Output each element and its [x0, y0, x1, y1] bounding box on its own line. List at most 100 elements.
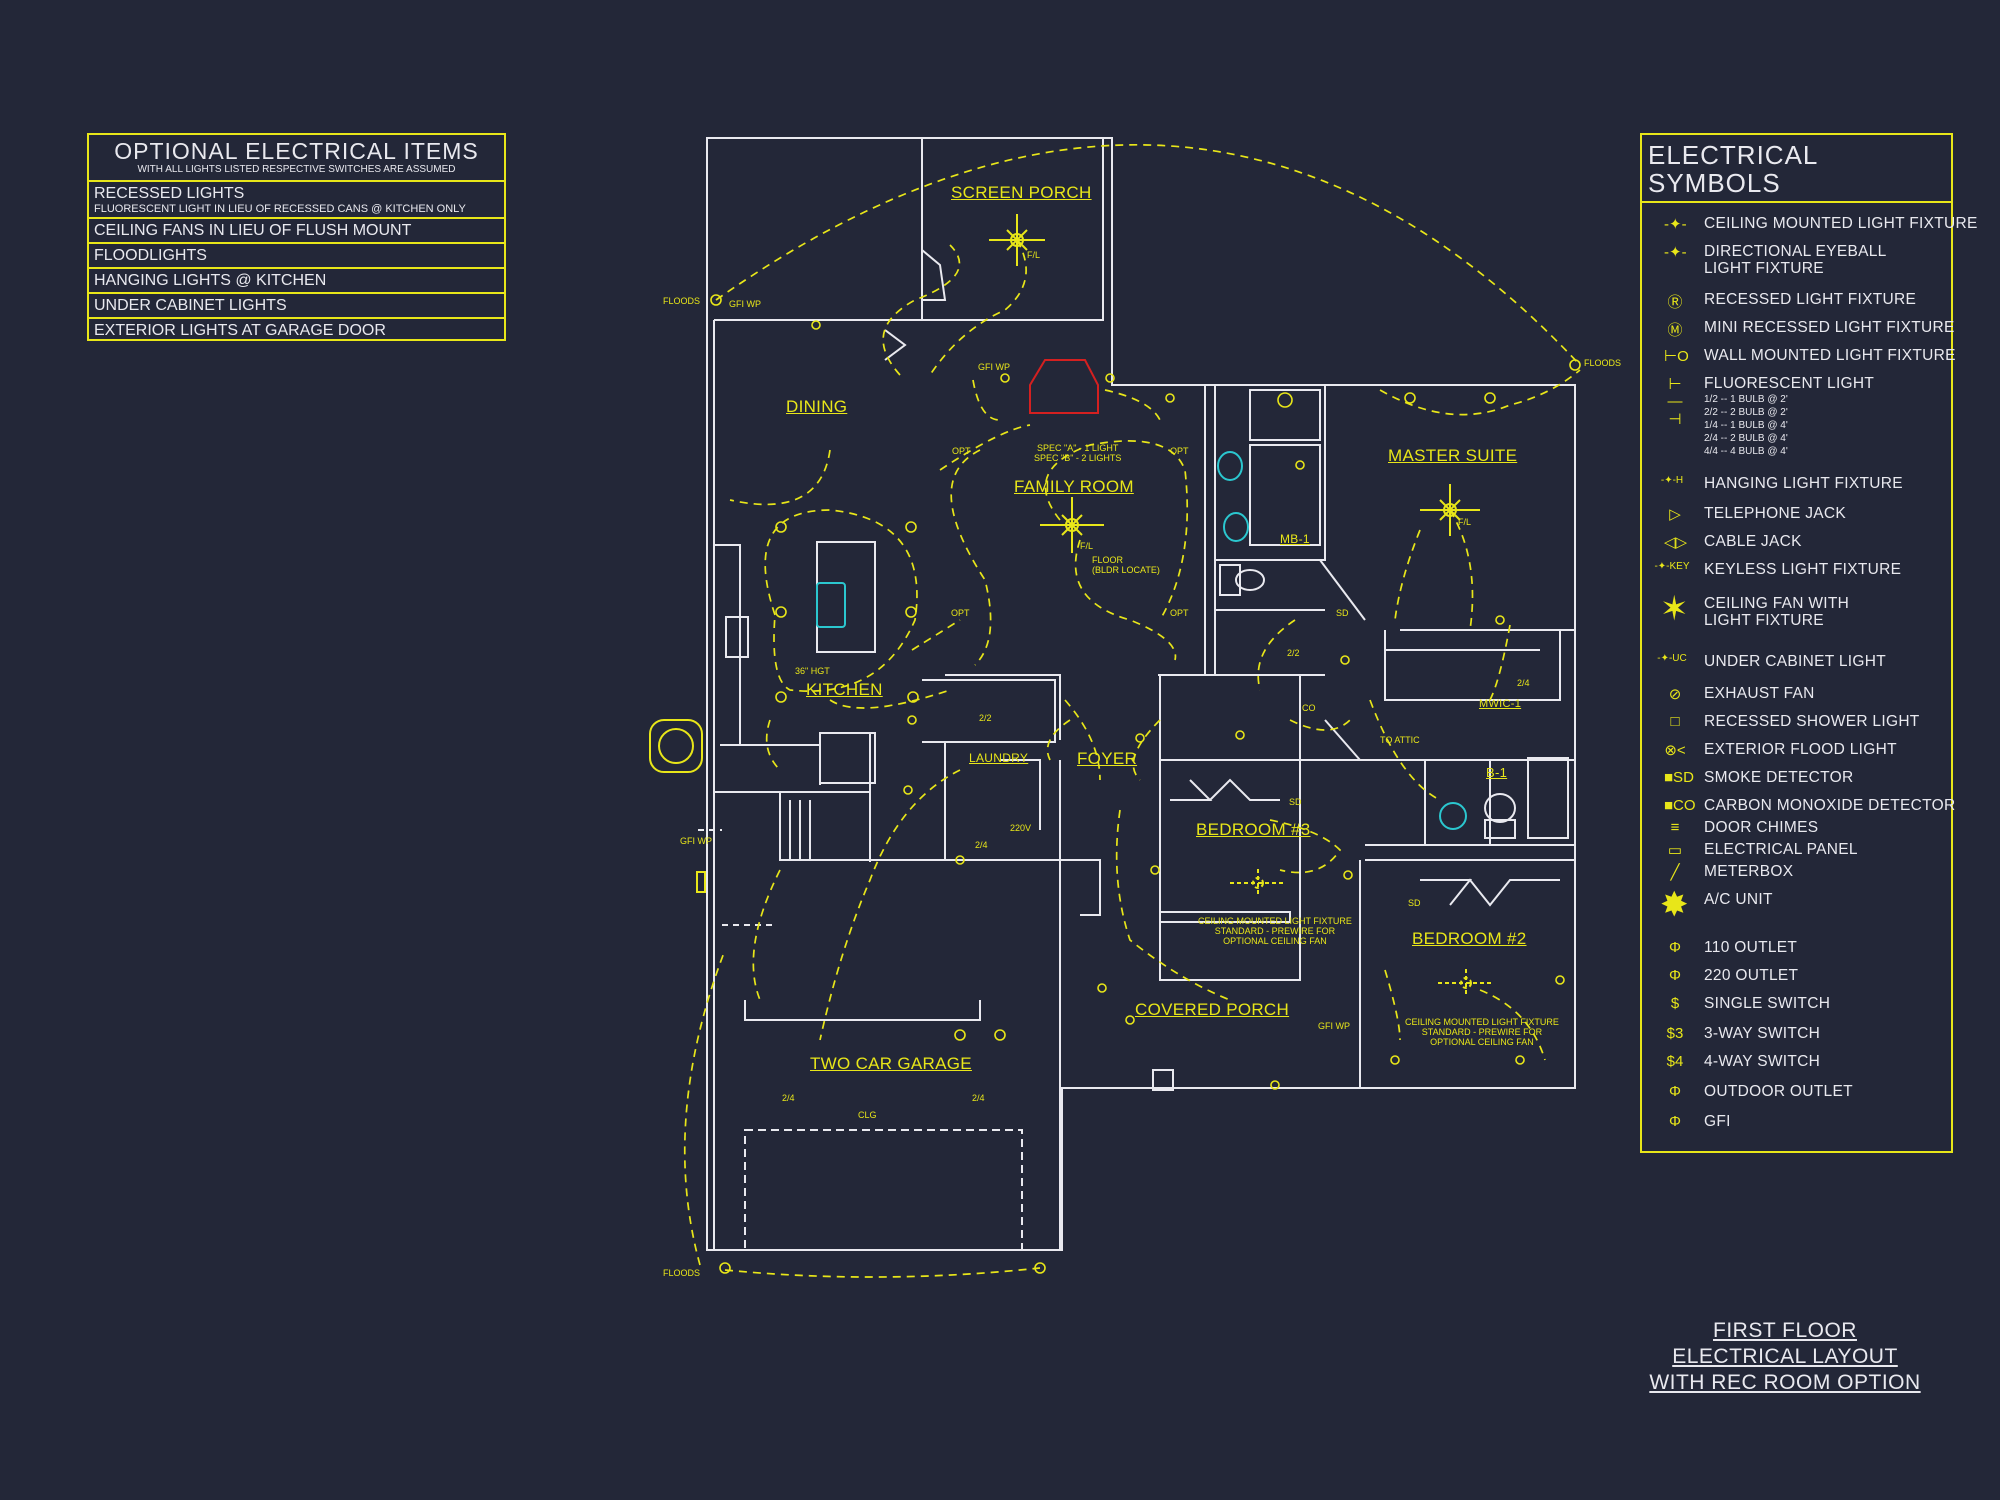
optional-item-label: HANGING LIGHTS @ KITCHEN [94, 272, 327, 289]
outdoor-outlet-icon: Φ [1669, 1083, 1681, 1100]
legend-label: FLUORESCENT LIGHT [1704, 375, 1875, 392]
outlet-markers [710, 294, 1581, 1274]
legend-label-group: 4-WAY SWITCH [1704, 1053, 1820, 1071]
legend-item: ≡ DOOR CHIMES [1642, 819, 1951, 836]
gfi-wp-label: GFI WP [729, 299, 761, 309]
legend-item: Ⓡ RECESSED LIGHT FIXTURE [1642, 291, 1951, 311]
legend-label-group: METERBOX [1704, 863, 1793, 881]
fan-note-line-2: STANDARD - PREWIRE FOR [1421, 1027, 1543, 1037]
fluorescent-light-icon: ⊢—⊣ [1667, 376, 1683, 428]
spec-label: SPEC "A" - 1 LIGHT SPEC "B" - 2 LIGHTS [1034, 443, 1121, 463]
legend-label: TELEPHONE JACK [1704, 505, 1847, 522]
legend-label: HANGING LIGHT FIXTURE [1704, 475, 1903, 492]
legend-label-group: SINGLE SWITCH [1704, 995, 1830, 1013]
legend-item: ⊗< EXTERIOR FLOOD LIGHT [1642, 741, 1951, 759]
fan-note-line-3: OPTIONAL CEILING FAN [1430, 1037, 1534, 1047]
gfi-wp-label: GFI WP [1318, 1021, 1350, 1031]
eyeball-light-icon: -✦- [1664, 244, 1687, 261]
legend-note: 1/2 -- 1 BULB @ 2' [1704, 394, 1788, 405]
legend-label: CABLE JACK [1704, 533, 1802, 550]
legend-item: ▭ELECTRICAL PANEL [1642, 841, 1951, 859]
sd-label: SD [1289, 797, 1302, 807]
co-label: CO [1302, 703, 1316, 713]
optional-item-label: FLOODLIGHTS [94, 247, 207, 264]
floods-label: FLOODS [663, 1268, 701, 1278]
legend-label: DOOR CHIMES [1704, 819, 1819, 836]
legend-item: ⊘EXHAUST FAN [1642, 685, 1951, 703]
legend-label: WALL MOUNTED LIGHT FIXTURE [1704, 347, 1956, 364]
legend-label: UNDER CABINET LIGHT [1704, 653, 1886, 670]
legend-label-group: HANGING LIGHT FIXTURE [1704, 475, 1903, 493]
legend-label-line-2: LIGHT FIXTURE [1704, 260, 1824, 277]
optional-item-row: CEILING FANS IN LIEU OF FLUSH MOUNT [89, 217, 504, 242]
legend-label: ELECTRICAL PANEL [1704, 841, 1858, 858]
telephone-jack-icon: ▷ [1669, 506, 1681, 523]
ceiling-fan-icon [1438, 969, 1494, 997]
legend-label-group: EXTERIOR FLOOD LIGHT [1704, 741, 1897, 759]
garage-door [744, 1129, 1023, 1251]
outlet-110-icon: Φ [1669, 939, 1681, 956]
ceiling-fan-icon [1230, 869, 1286, 897]
room-label-kitchen: KITCHEN [806, 680, 883, 699]
legend-label-group: RECESSED LIGHT FIXTURE [1704, 291, 1916, 309]
spec-line-2: SPEC "B" - 2 LIGHTS [1034, 453, 1122, 463]
legend-label-group: CARBON MONOXIDE DETECTOR [1704, 797, 1956, 815]
tub [1527, 757, 1569, 839]
ceiling-fan-icon [989, 214, 1045, 266]
legend-label: GFI [1704, 1113, 1731, 1130]
symbols-title: ELECTRICAL SYMBOLS [1642, 135, 1951, 203]
legend-item: ╱METERBOX [1642, 863, 1951, 881]
sd-label: SD [1408, 898, 1421, 908]
room-label-mb1: MB-1 [1280, 532, 1310, 546]
legend-label-group: WALL MOUNTED LIGHT FIXTURE [1704, 347, 1956, 365]
legend-label: 220 OUTLET [1704, 967, 1799, 984]
legend-label-line-2: LIGHT FIXTURE [1704, 612, 1824, 629]
drawing-title-line-3: WITH REC ROOM OPTION [1649, 1371, 1921, 1394]
height-label: 36" HGT [795, 666, 830, 676]
v220-label: 220V [1010, 823, 1032, 833]
opt-label: OPT [951, 608, 970, 618]
flood-light-icon: ⊗< [1664, 742, 1686, 759]
drawing-title: FIRST FLOOR ELECTRICAL LAYOUT WITH REC R… [1620, 1318, 1950, 1396]
door-chimes-icon: ≡ [1670, 819, 1680, 836]
hanging-light-icon: -✦-H [1660, 475, 1684, 486]
legend-label: RECESSED LIGHT FIXTURE [1704, 291, 1917, 308]
ac-unit [649, 719, 703, 773]
optional-item-row: FLOODLIGHTS [89, 242, 504, 267]
legend-item: $4 4-WAY SWITCH [1642, 1053, 1951, 1070]
ceiling-light-icon: -✦- [1664, 216, 1687, 233]
legend-label: SINGLE SWITCH [1704, 995, 1831, 1012]
fluorescent-2-4-label: 2/4 [972, 1093, 985, 1103]
room-label-bedroom2: BEDROOM #2 [1412, 929, 1527, 948]
room-label-covered-porch: COVERED PORCH [1135, 1000, 1290, 1019]
mini-recessed-light-icon: Ⓜ [1667, 322, 1683, 339]
optional-item-label: CEILING FANS IN LIEU OF FLUSH MOUNT [94, 222, 412, 239]
legend-label-group: EXHAUST FAN [1704, 685, 1815, 703]
opt-label: OPT [952, 446, 971, 456]
legend-label: CARBON MONOXIDE DETECTOR [1704, 797, 1956, 814]
four-way-switch-icon: $4 [1666, 1053, 1684, 1070]
ceiling-fan-icon [1040, 497, 1104, 553]
screen-porch-wall [921, 138, 1104, 321]
room-label-master-suite: MASTER SUITE [1388, 446, 1518, 465]
legend-item: ◁▷CABLE JACK [1642, 533, 1951, 551]
legend-label-group: CABLE JACK [1704, 533, 1802, 551]
fan-note-line-3: OPTIONAL CEILING FAN [1223, 936, 1327, 946]
optional-item-row: UNDER CABINET LIGHTS [89, 292, 504, 317]
floor-outlet-line-1: FLOOR [1092, 555, 1124, 565]
legend-label-group: OUTDOOR OUTLET [1704, 1083, 1853, 1101]
legend-label-group: 3-WAY SWITCH [1704, 1025, 1820, 1043]
single-switch-icon: $ [1670, 995, 1680, 1012]
recessed-light-icon: Ⓡ [1667, 294, 1683, 311]
exterior-wall [706, 137, 1576, 1251]
